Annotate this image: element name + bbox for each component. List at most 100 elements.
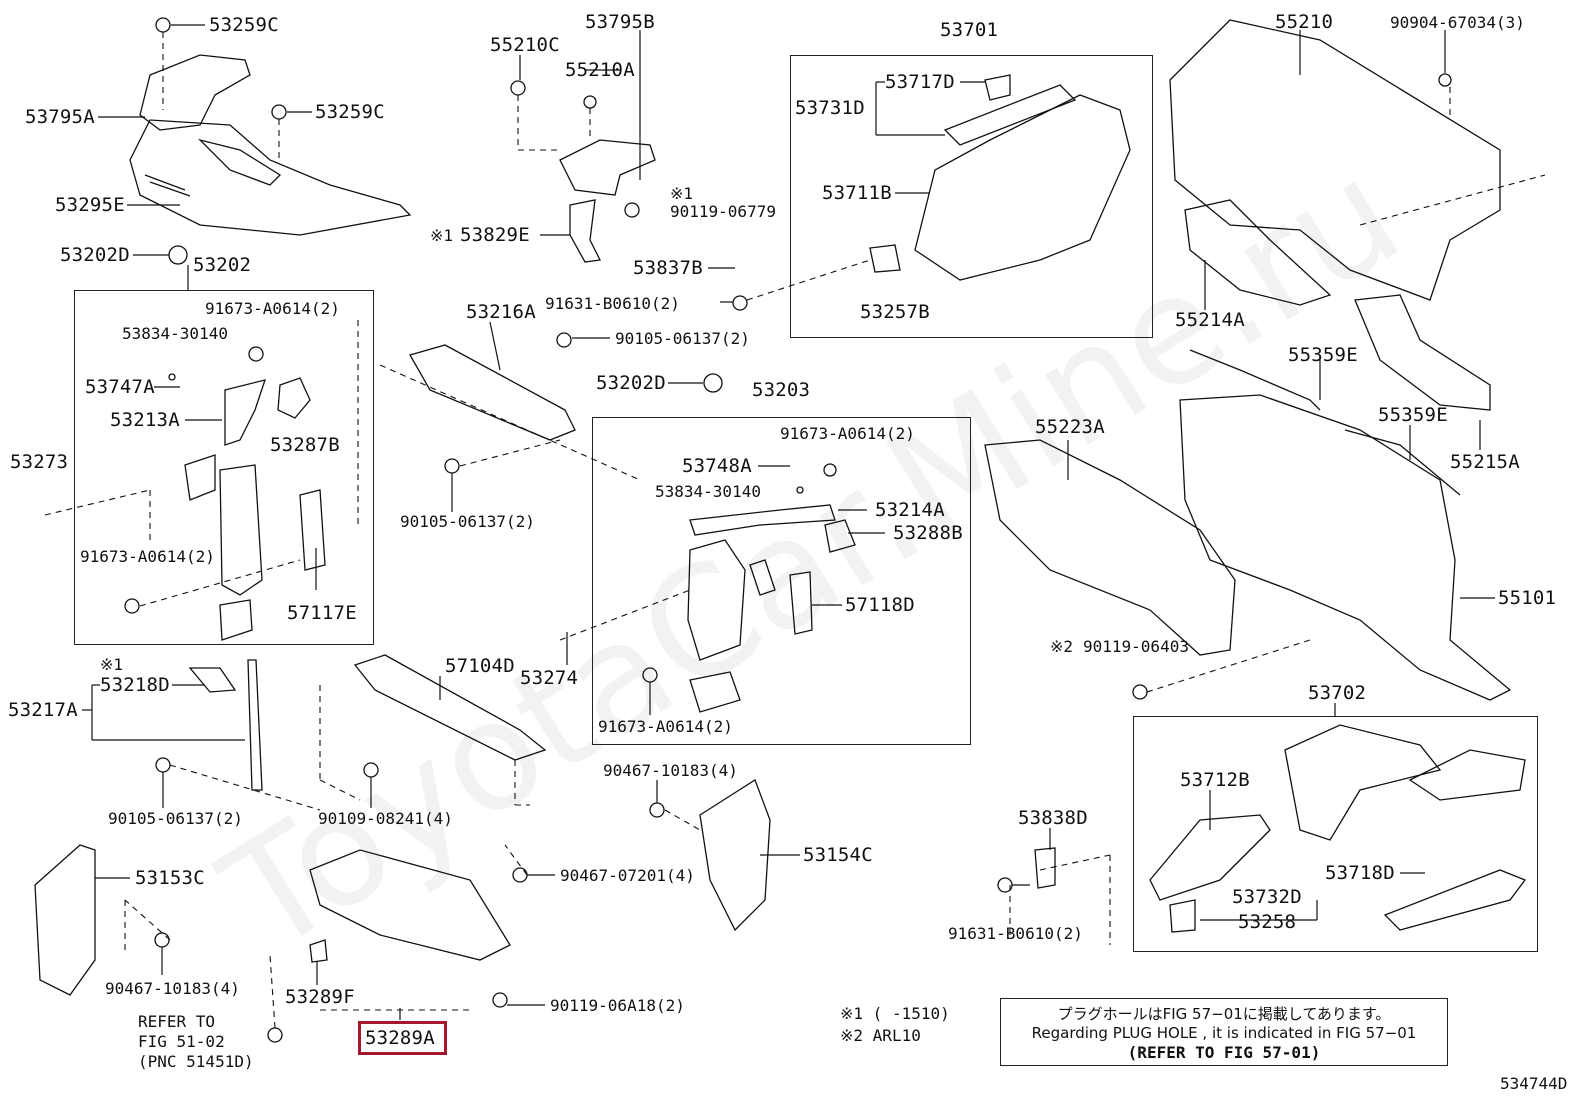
callout-90467-a[interactable]: 90467-10183(4) (603, 761, 738, 780)
deflector-53154c-shape (699, 779, 771, 932)
apron-53702-shape (1284, 724, 1442, 841)
callout-53834-a[interactable]: 53834-30140 (122, 324, 228, 343)
callout-55215a[interactable]: 55215A (1450, 451, 1520, 473)
group-box-53203 (592, 417, 971, 745)
refer-line-3: (PNC 51451D) (138, 1052, 254, 1071)
callout-53216a[interactable]: 53216A (466, 301, 536, 323)
callout-53295e[interactable]: 53295E (55, 194, 125, 216)
callout-91673-d[interactable]: 91673-A0614(2) (598, 717, 733, 736)
callout-53747a[interactable]: 53747A (85, 376, 155, 398)
callout-53732d[interactable]: 53732D (1232, 886, 1302, 908)
cover-53795b-shape (559, 139, 656, 196)
callout-90467-c[interactable]: 90467-10183(4) (105, 979, 240, 998)
callout-53834-b[interactable]: 53834-30140 (655, 482, 761, 501)
bracket-53213a-shape (219, 464, 263, 596)
callout-53795a[interactable]: 53795A (25, 106, 95, 128)
callout-53202[interactable]: 53202 (193, 254, 252, 276)
mark-1-c: ※1 (100, 655, 124, 674)
callout-91673-c[interactable]: 91673-A0614(2) (780, 424, 915, 443)
mark-1-a: ※1 (670, 184, 694, 203)
callout-90105-b[interactable]: 90105-06137(2) (400, 512, 535, 531)
callout-53289f[interactable]: 53289F (285, 986, 355, 1008)
callout-53213a[interactable]: 53213A (110, 409, 180, 431)
callout-55210[interactable]: 55210 (1275, 11, 1334, 33)
callout-53259c-mid[interactable]: 53259C (315, 101, 385, 123)
callout-55210c[interactable]: 55210C (490, 34, 560, 56)
bar-53216a-shape (409, 344, 576, 441)
bar-53214a-shape (689, 504, 836, 536)
notice-refer: (REFER TO FIG 57-01) (1127, 1043, 1321, 1062)
callout-53153c[interactable]: 53153C (135, 867, 205, 889)
callout-55214a[interactable]: 55214A (1175, 309, 1245, 331)
callout-53203[interactable]: 53203 (752, 379, 811, 401)
callout-55359e-b[interactable]: 55359E (1378, 404, 1448, 426)
callout-53717d[interactable]: 53717D (885, 71, 955, 93)
callout-90119-06779[interactable]: 90119-06779 (670, 202, 776, 221)
bracket-53203-shape (687, 539, 746, 661)
callout-91673-a[interactable]: 91673-A0614(2) (205, 299, 340, 318)
callout-53218d[interactable]: 53218D (100, 674, 170, 696)
callout-90119-06403[interactable]: 90119-06403 (1083, 637, 1189, 656)
callout-53214a[interactable]: 53214A (875, 499, 945, 521)
callout-53258[interactable]: 53258 (1238, 911, 1297, 933)
callout-53838d[interactable]: 53838D (1018, 807, 1088, 829)
callout-90119-06a18[interactable]: 90119-06A18(2) (550, 996, 685, 1015)
callout-57118d[interactable]: 57118D (845, 594, 915, 616)
callout-90105-a[interactable]: 90105-06137(2) (615, 329, 750, 348)
callout-90109[interactable]: 90109-08241(4) (318, 809, 453, 828)
callout-53718d[interactable]: 53718D (1325, 862, 1395, 884)
group-box-53702 (1133, 716, 1538, 952)
callout-55223a[interactable]: 55223A (1035, 416, 1105, 438)
callout-57104d[interactable]: 57104D (445, 655, 515, 677)
callout-53288b[interactable]: 53288B (893, 522, 963, 544)
callout-91673-b[interactable]: 91673-A0614(2) (80, 547, 215, 566)
support-57104d-shape (353, 654, 547, 761)
callout-53202d-left[interactable]: 53202D (60, 244, 130, 266)
callout-53154c[interactable]: 53154C (803, 844, 873, 866)
mark-1-b: ※1 (430, 226, 454, 245)
notice-box (1000, 998, 1448, 1066)
group-box-53202 (74, 290, 374, 645)
callout-53289a[interactable]: 53289A (365, 1027, 435, 1049)
callout-53731d[interactable]: 53731D (795, 97, 865, 119)
refer-line-2: FIG 51-02 (138, 1032, 225, 1051)
callout-90904[interactable]: 90904-67034(3) (1390, 13, 1525, 32)
callout-55101[interactable]: 55101 (1498, 587, 1557, 609)
callout-53273[interactable]: 53273 (10, 451, 69, 473)
callout-91631-a[interactable]: 91631-B0610(2) (545, 294, 680, 313)
callout-91631-b[interactable]: 91631-B0610(2) (948, 924, 1083, 943)
cover-53289a-shape (309, 849, 511, 961)
panel-53712b-shape (1149, 814, 1271, 901)
legend-note-2: ※2 ARL10 (840, 1026, 921, 1045)
mark-2-a: ※2 (1050, 637, 1074, 656)
callout-53712b[interactable]: 53712B (1180, 769, 1250, 791)
callout-53748a[interactable]: 53748A (682, 455, 752, 477)
callout-53795b[interactable]: 53795B (585, 11, 655, 33)
callout-53259c-top[interactable]: 53259C (209, 14, 279, 36)
callout-90467-b[interactable]: 90467-07201(4) (560, 866, 695, 885)
callout-53837b[interactable]: 53837B (633, 257, 703, 279)
callout-53202d-mid[interactable]: 53202D (596, 372, 666, 394)
undercover-53795a-shape (139, 54, 251, 131)
callout-57117e[interactable]: 57117E (287, 602, 357, 624)
callout-53711b[interactable]: 53711B (822, 182, 892, 204)
callout-53829e[interactable]: 53829E (460, 224, 530, 246)
callout-53217a[interactable]: 53217A (8, 699, 78, 721)
callout-55210a[interactable]: 55210A (565, 59, 635, 81)
callout-53287b[interactable]: 53287B (270, 434, 340, 456)
undercover-53295e-shape (129, 119, 412, 236)
callout-53702[interactable]: 53702 (1308, 682, 1367, 704)
callout-53257b[interactable]: 53257B (860, 301, 930, 323)
dash-panel-55210-shape (1169, 19, 1501, 301)
callout-55359e-a[interactable]: 55359E (1288, 344, 1358, 366)
callout-90105-c[interactable]: 90105-06137(2) (108, 809, 243, 828)
legend-note-1: ※1 ( -1510) (840, 1004, 950, 1023)
refer-line-1: REFER TO (138, 1012, 216, 1031)
notice-jp: プラグホールはFIG 57−01に掲載してあります。 (1057, 1005, 1391, 1023)
group-box-53701 (790, 55, 1153, 338)
insulator-55223a-shape (984, 439, 1236, 656)
callout-53701[interactable]: 53701 (940, 19, 999, 41)
apron-53701-shape (914, 94, 1131, 281)
callout-53274[interactable]: 53274 (520, 667, 579, 689)
